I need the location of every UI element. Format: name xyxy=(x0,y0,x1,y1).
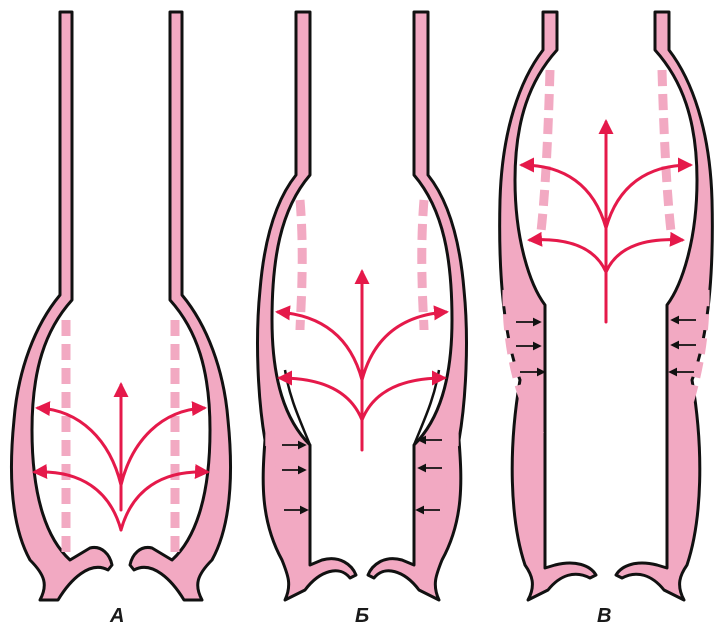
panel-a-right-wall xyxy=(130,12,231,600)
panel-b-upper-left-dash xyxy=(300,200,302,330)
panel-b-label: Б xyxy=(355,605,369,627)
panel-b-right-wall xyxy=(368,12,466,600)
panel-c-label: В xyxy=(597,605,611,627)
panel-b xyxy=(258,12,467,600)
panel-a-left-wall xyxy=(11,12,112,600)
panel-c-upper-right-dash xyxy=(662,70,672,240)
panel-a-label: А xyxy=(109,605,124,627)
panel-b-left-wall xyxy=(258,12,356,600)
panel-c xyxy=(500,12,713,600)
panel-b-upper-right-dash xyxy=(422,200,424,330)
panel-c-upper-left-dash xyxy=(540,70,550,240)
panel-a xyxy=(11,12,230,600)
panel-a-flow-arrows xyxy=(35,385,207,530)
